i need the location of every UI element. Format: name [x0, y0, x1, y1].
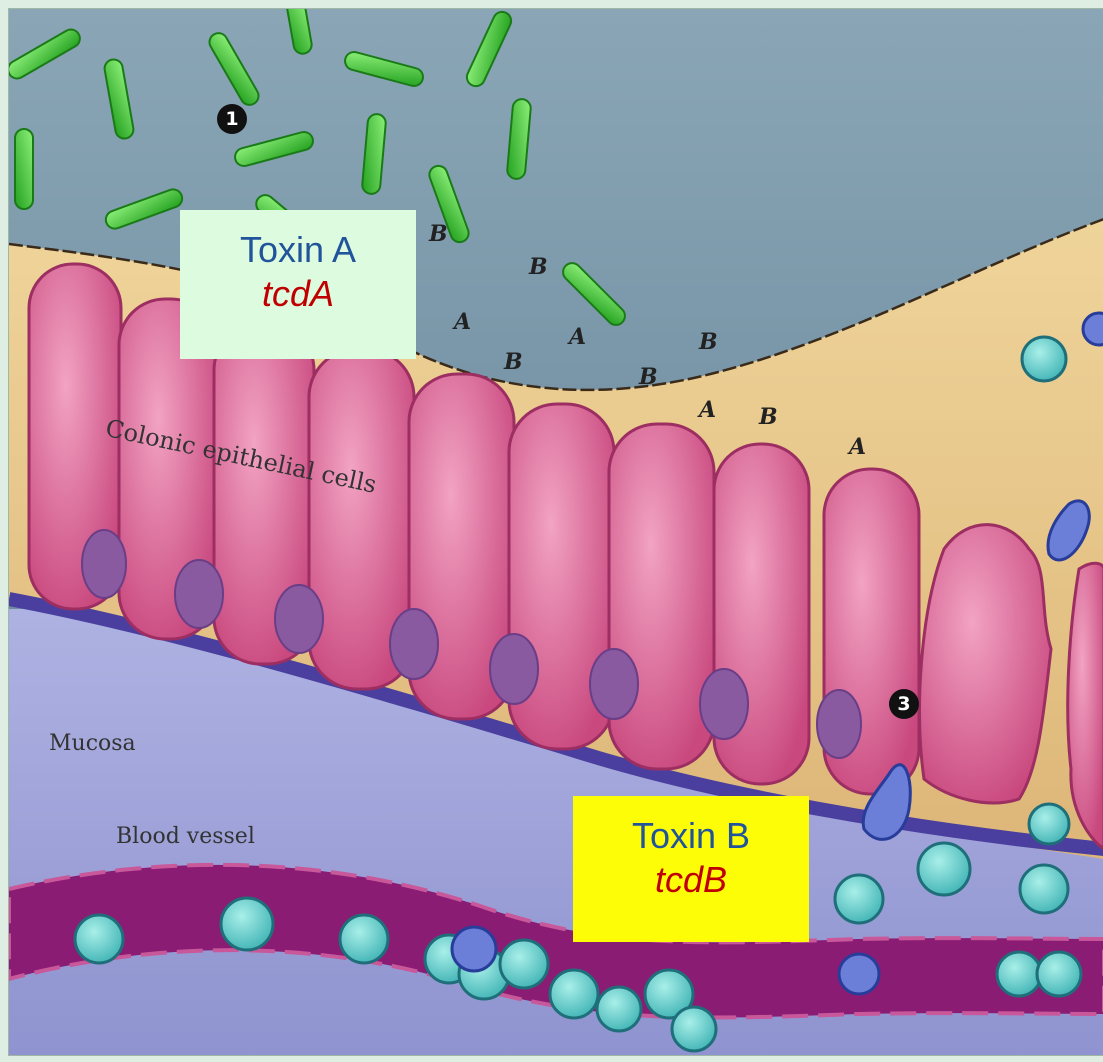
mucosa-label: Mucosa [49, 731, 136, 756]
white-blood-cell [672, 1007, 716, 1051]
toxin-a-title: Toxin A [180, 228, 416, 272]
nucleus [275, 585, 323, 653]
toxin-b-gene: tcdB [573, 858, 809, 902]
toxin-letter: B [639, 364, 658, 390]
nucleus [390, 609, 438, 679]
colon-illustration [9, 9, 1103, 1055]
blood-vessel-label: Blood vessel [116, 824, 255, 849]
white-blood-cell [550, 970, 598, 1018]
toxin-letter: A [849, 434, 866, 460]
toxin-letter: A [454, 309, 471, 335]
toxin-letter: B [699, 329, 718, 355]
toxin-letter: B [529, 254, 548, 280]
white-blood-cell [340, 915, 388, 963]
nucleus [590, 649, 638, 719]
nucleus [82, 530, 126, 598]
white-blood-cell [1037, 952, 1081, 996]
white-blood-cell [221, 898, 273, 950]
white-blood-cell [75, 915, 123, 963]
step-3-badge: 3 [889, 689, 919, 719]
blue-cell [1083, 313, 1103, 345]
nucleus [817, 690, 861, 758]
toxin-a-label-box: Toxin A tcdA [180, 210, 416, 359]
epithelial-cell [609, 424, 714, 769]
toxin-a-gene: tcdA [180, 272, 416, 316]
blue-cell [839, 954, 879, 994]
toxin-letter: A [699, 397, 716, 423]
white-blood-cell [918, 843, 970, 895]
white-blood-cell [1029, 804, 1069, 844]
blue-cell [452, 927, 496, 971]
white-blood-cell [500, 940, 548, 988]
white-blood-cell [1022, 337, 1066, 381]
nucleus [175, 560, 223, 628]
illustration-frame: 1 3 B B A A B B B A B A Colonic epitheli… [8, 8, 1103, 1056]
toxin-letter: B [759, 404, 778, 430]
step-1-badge: 1 [217, 104, 247, 134]
toxin-letter: B [504, 349, 523, 375]
white-blood-cell [597, 987, 641, 1031]
white-blood-cell [997, 952, 1041, 996]
white-blood-cell [1020, 865, 1068, 913]
toxin-letter: B [429, 221, 448, 247]
nucleus [490, 634, 538, 704]
damaged-epithelial-cell [920, 525, 1051, 803]
white-blood-cell [835, 875, 883, 923]
nucleus [700, 669, 748, 739]
toxin-b-title: Toxin B [573, 814, 809, 858]
toxin-b-label-box: Toxin B tcdB [573, 796, 809, 942]
toxin-letter: A [569, 324, 586, 350]
bacterium [15, 129, 33, 209]
